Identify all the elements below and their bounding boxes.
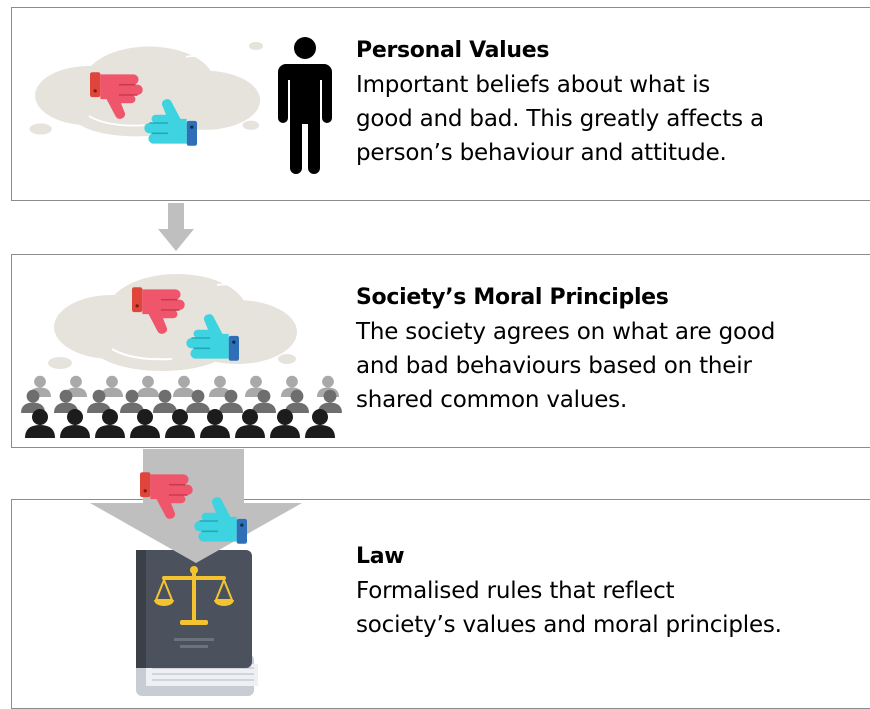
- personal-values-panel: Personal Values Important beliefs about …: [11, 7, 870, 201]
- personal-values-line-1: Important beliefs about what is: [356, 72, 711, 98]
- personal-values-line-3: person’s behaviour and attitude.: [356, 140, 727, 166]
- personal-values-line-2: good and bad. This greatly affects a: [356, 106, 764, 132]
- person-icon: [278, 37, 332, 174]
- down-arrow-icon: [158, 203, 194, 251]
- law-book-icon: [136, 550, 258, 696]
- moral-principles-heading: Society’s Moral Principles: [356, 285, 669, 310]
- law-line-1: Formalised rules that reflect: [356, 578, 675, 604]
- law-heading: Law: [356, 544, 405, 569]
- moral-principles-text: Society’s Moral Principles The society a…: [356, 281, 856, 417]
- moral-principles-panel: Society’s Moral Principles The society a…: [11, 254, 870, 448]
- personal-values-text: Personal Values Important beliefs about …: [356, 34, 856, 170]
- personal-values-heading: Personal Values: [356, 38, 550, 63]
- thumbs-up-icon: [135, 98, 197, 148]
- law-line-2: society’s values and moral principles.: [356, 612, 782, 638]
- crowd-icon: [21, 375, 342, 438]
- moral-principles-line-3: shared common values.: [356, 387, 628, 413]
- thumbs-up-icon: [177, 313, 239, 363]
- thought-cloud-icon: [28, 42, 263, 138]
- moral-principles-line-1: The society agrees on what are good: [356, 319, 776, 345]
- law-text: Law Formalised rules that reflect societ…: [356, 540, 856, 642]
- moral-principles-line-2: and bad behaviours based on their: [356, 353, 752, 379]
- thumbs-up-icon: [185, 496, 247, 546]
- scales-icon: [154, 566, 234, 625]
